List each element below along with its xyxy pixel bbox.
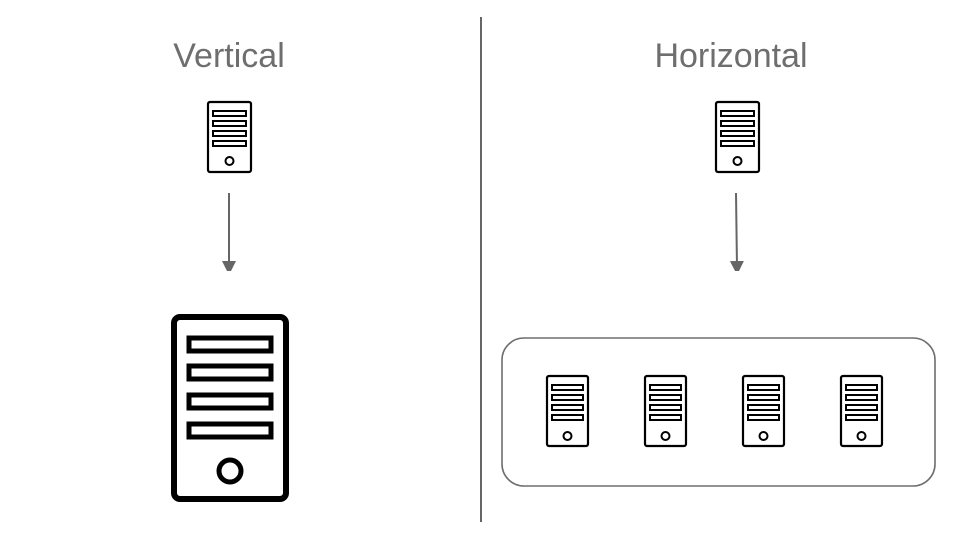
vertical-scaling-title: Vertical bbox=[173, 37, 285, 75]
server-icon bbox=[643, 374, 688, 448]
server-icon bbox=[839, 374, 884, 448]
server-icon bbox=[206, 100, 253, 174]
down-arrow-icon bbox=[736, 192, 737, 268]
server-icon bbox=[741, 374, 786, 448]
server-icon bbox=[714, 100, 761, 174]
large-server-icon bbox=[171, 314, 289, 502]
server-icon bbox=[545, 374, 590, 448]
server-group-container bbox=[501, 337, 936, 487]
horizontal-scaling-title: Horizontal bbox=[654, 37, 808, 75]
